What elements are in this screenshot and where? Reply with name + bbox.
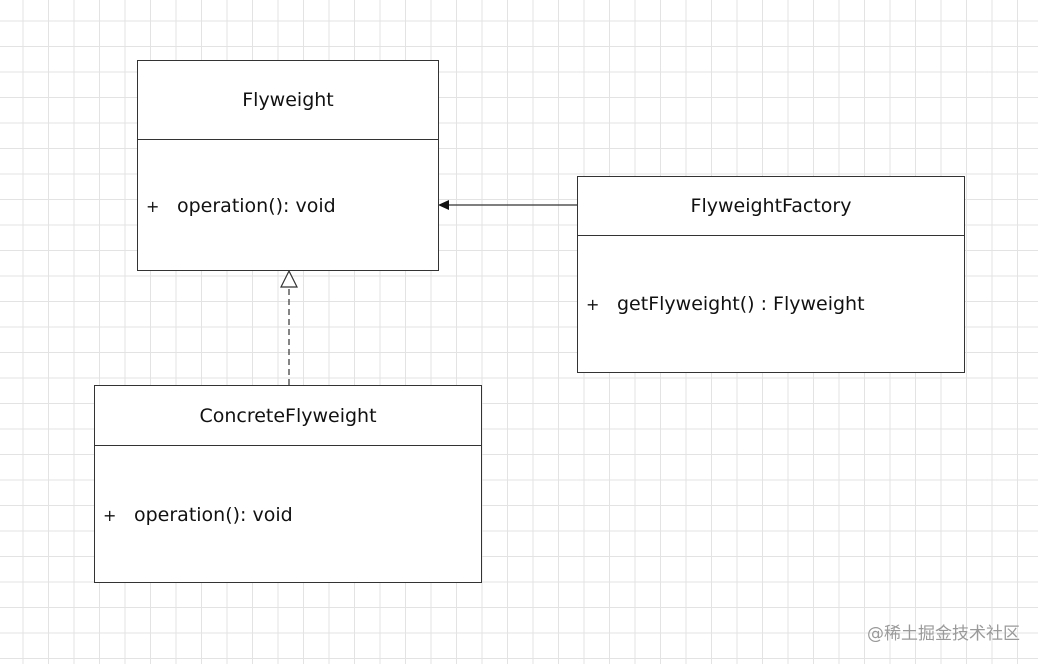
flyweight-class-name: Flyweight bbox=[138, 61, 438, 140]
concrete-flyweight-operation: + operation(): void bbox=[103, 504, 293, 526]
operation-signature: operation(): void bbox=[134, 504, 293, 526]
flyweight-class[interactable]: Flyweight + operation(): void bbox=[137, 60, 439, 271]
realization-arrow bbox=[280, 269, 298, 385]
realization-hollow-triangle bbox=[280, 269, 298, 288]
visibility-marker: + bbox=[103, 506, 117, 525]
flyweight-factory-class[interactable]: FlyweightFactory + getFlyweight() : Flywe… bbox=[577, 176, 965, 373]
visibility-marker: + bbox=[586, 295, 600, 314]
operation-signature: operation(): void bbox=[177, 195, 336, 217]
association-arrow bbox=[438, 200, 577, 210]
concrete-flyweight-class[interactable]: ConcreteFlyweight + operation(): void bbox=[94, 385, 482, 583]
association-arrowhead bbox=[438, 200, 449, 210]
flyweight-factory-operations: + getFlyweight() : Flyweight bbox=[578, 236, 964, 372]
flyweight-factory-class-name: FlyweightFactory bbox=[578, 177, 964, 236]
concrete-flyweight-operations: + operation(): void bbox=[95, 446, 481, 582]
watermark: @稀土掘金技术社区 bbox=[867, 624, 1020, 644]
flyweight-operation: + operation(): void bbox=[146, 195, 336, 217]
flyweight-operations: + operation(): void bbox=[138, 140, 438, 270]
visibility-marker: + bbox=[146, 197, 160, 216]
flyweight-factory-operation: + getFlyweight() : Flyweight bbox=[586, 293, 865, 315]
concrete-flyweight-class-name: ConcreteFlyweight bbox=[95, 386, 481, 446]
operation-signature: getFlyweight() : Flyweight bbox=[617, 293, 865, 315]
